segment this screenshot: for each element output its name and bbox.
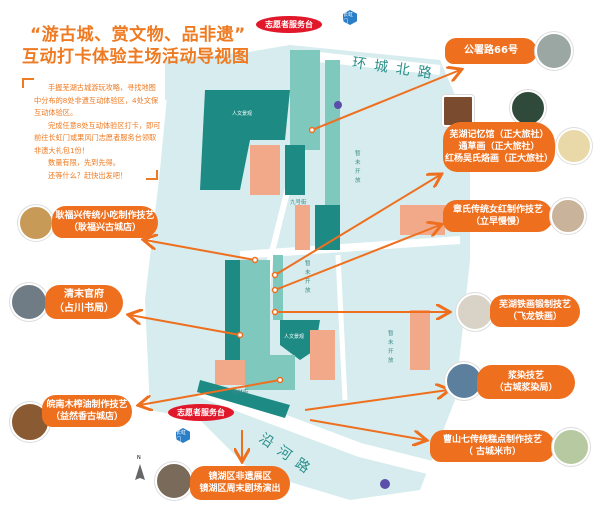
callout-oil[interactable]: 皖南木榨油制作技艺 （益然香古城店） <box>42 395 132 427</box>
block <box>240 260 270 370</box>
bracket-close <box>146 170 158 180</box>
compass-arrow <box>135 464 145 480</box>
photo-snack <box>18 205 54 241</box>
callout-text: 曹山七传统糕点制作技艺 <box>442 435 542 445</box>
compass-north: N <box>137 455 141 461</box>
pavilion-block <box>250 145 280 195</box>
callout-text: （耿福兴古城店） <box>68 223 141 233</box>
closed-label: 暂未开放 <box>305 261 311 294</box>
title-line2: 互动打卡体验主场活动导视图 <box>22 47 250 67</box>
callout-text: 芜湖记忆馆（正大旅社） <box>449 130 549 140</box>
callout-text: 清末官府 <box>64 289 104 300</box>
callout-text: 浆染技艺 <box>507 371 544 381</box>
gate-marker-south: 长虹门 <box>176 428 190 443</box>
parking-icon <box>334 101 342 109</box>
block <box>273 255 283 320</box>
block <box>215 360 245 385</box>
gate-marker-north: 长虹门 <box>343 10 357 25</box>
callout-text: 耿福兴传统小吃制作技艺 <box>55 211 155 221</box>
parking-icon <box>380 479 390 489</box>
street-label: 儒林街 <box>232 390 249 396</box>
callout-text: （立早慢慢） <box>470 217 525 227</box>
title-line1: “游古城、赏文物、品非遗” <box>30 25 246 45</box>
photo-pyrography <box>556 128 592 164</box>
callout-text: （益然香古城店） <box>50 412 123 422</box>
river-strip <box>197 380 290 418</box>
block-label: 人文景观 <box>284 334 305 340</box>
callout-gengfuxing[interactable]: 耿福兴传统小吃制作技艺 （耿福兴古城店） <box>52 206 158 238</box>
pending-block <box>310 330 335 380</box>
callout-text: 章氏传统女红制作技艺 <box>452 205 543 215</box>
callout-text: 公署路66号 <box>464 45 518 56</box>
callout-zhang[interactable]: 章氏传统女红制作技艺 （立早慢慢） <box>443 200 553 232</box>
callout-jinghu[interactable]: 镜湖区非遗展区 镜湖区周末剧场演出 <box>190 466 290 500</box>
road-north <box>299 50 441 75</box>
road-cross <box>239 236 461 259</box>
volunteer-desk-north[interactable]: 志愿者服务台 <box>256 16 322 33</box>
block <box>285 145 305 195</box>
block-label: 人文景观 <box>232 111 253 117</box>
callout-text: （飞龙铁画） <box>507 312 562 322</box>
callout-caoshan[interactable]: 曹山七传统糕点制作技艺 （ 古城米市） <box>430 430 555 462</box>
photo-cakes <box>552 428 590 466</box>
photo-jiangran <box>445 362 483 400</box>
callout-jiangran[interactable]: 浆染技艺 （古城浆染局） <box>477 365 575 399</box>
callout-memory[interactable]: 芜湖记忆馆（正大旅社） 通草画（正大旅社） 红杨吴氏烙画（正大旅社） <box>443 122 555 172</box>
block <box>325 60 340 220</box>
callout-text: （占川书局） <box>54 303 114 314</box>
callout-text: 镜湖区周末剧场演出 <box>199 484 281 494</box>
callout-text: 通草画（正大旅社） <box>458 142 540 152</box>
road-river <box>197 383 442 477</box>
photo-city-gate <box>155 462 193 500</box>
block <box>290 50 320 150</box>
photo-embroidery <box>550 198 586 234</box>
closed-label: 暂未开放 <box>388 331 394 364</box>
pending-block <box>410 310 430 370</box>
intro-p1: 手握芜湖古城游玩攻略，寻找地图中分布的8处非遗互动体验区，4处文保互动体验区。 <box>34 83 159 117</box>
callout-qingmo[interactable]: 清末官府 （占川书局） <box>45 285 123 319</box>
photo-memory-hall <box>442 95 474 127</box>
callout-gongshu[interactable]: 公署路66号 <box>445 38 537 64</box>
callout-text: 镜湖区非遗展区 <box>208 472 272 482</box>
block <box>295 205 310 250</box>
checkpoints <box>236 126 316 384</box>
intro-p3: 数量有限，先到先得。 <box>48 158 120 167</box>
pending-block <box>400 205 445 235</box>
road-east <box>335 254 348 401</box>
photo-qingmo <box>10 283 48 321</box>
volunteer-desk-south[interactable]: 志愿者服务台 <box>168 404 234 421</box>
photo-gongshu <box>535 32 573 70</box>
photo-tiehua <box>456 293 494 331</box>
intro-p2: 完成任意8处互动体验区打卡，即可前往长虹门或果风门志愿者服务台领取非遗大礼包1份… <box>34 120 161 155</box>
block <box>225 260 240 360</box>
street-label: 九号街 <box>290 200 307 206</box>
arrows <box>130 70 460 460</box>
callout-tiehua[interactable]: 芜湖铁画锻制技艺 （飞龙铁画） <box>490 295 580 327</box>
bracket-open <box>22 78 34 88</box>
map-background-west <box>165 48 290 100</box>
intro-text: 手握芜湖古城游玩攻略，寻找地图中分布的8处非遗互动体验区，4处文保互动体验区。 … <box>34 82 162 182</box>
callout-text: 红杨吴氏烙画（正大旅社） <box>444 154 553 164</box>
photo-tongcao <box>510 90 546 126</box>
callout-text: （ 古城米市） <box>463 447 522 457</box>
heritage-block <box>200 90 290 190</box>
intro-p4: 还等什么？赶快出发吧！ <box>48 170 128 180</box>
callout-text: 皖南木榨油制作技艺 <box>46 400 128 410</box>
callout-text: （古城浆染局） <box>494 383 558 393</box>
callout-text: 芜湖铁画锻制技艺 <box>498 300 571 310</box>
closed-label: 暂未开放 <box>355 151 361 184</box>
